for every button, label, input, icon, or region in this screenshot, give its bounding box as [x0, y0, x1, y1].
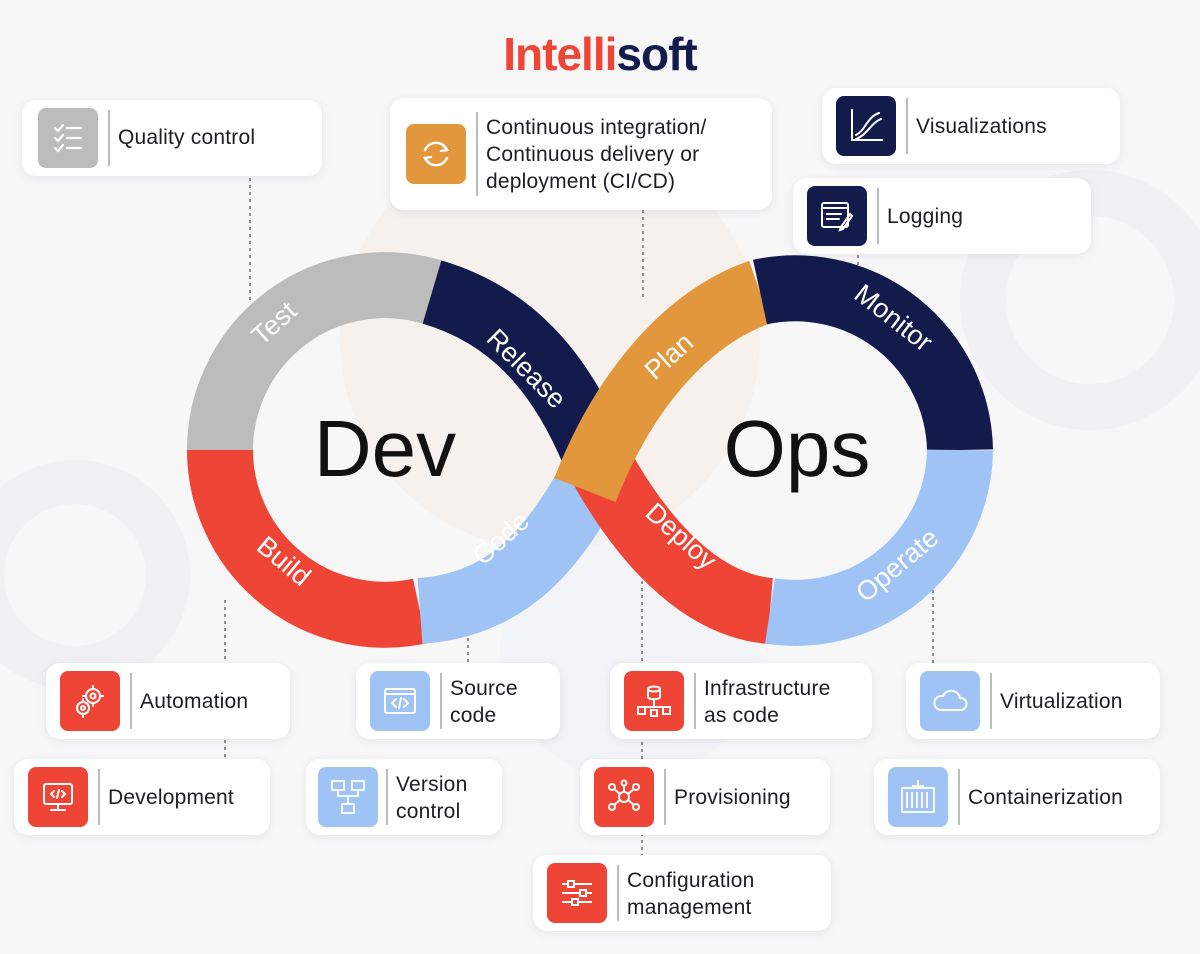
- card-label-virtualization: Virtualization: [1000, 690, 1123, 713]
- logo-text-part1: Intelli: [503, 28, 617, 80]
- separator: [130, 673, 132, 729]
- segment-plan-shape: [554, 260, 772, 503]
- card-label-configuration-management: Configuration management: [627, 869, 755, 919]
- separator: [440, 673, 442, 729]
- separator: [108, 110, 110, 166]
- ops-label: Ops: [724, 404, 871, 493]
- dev-label: Dev: [314, 404, 456, 493]
- separator: [386, 769, 388, 825]
- card-virtualization: Virtualization: [906, 663, 1160, 739]
- intellisoft-logo: Intellisoft: [0, 28, 1200, 80]
- line-graph-icon: [836, 96, 896, 156]
- card-source-code: Source code: [356, 663, 560, 739]
- card-label-logging: Logging: [887, 205, 964, 228]
- segment-build-shape: [187, 449, 427, 648]
- card-logging: Logging: [793, 178, 1091, 254]
- checklist-icon: [38, 108, 98, 168]
- network-hub-icon: [594, 767, 654, 827]
- card-label-development: Development: [108, 786, 234, 809]
- separator: [476, 112, 478, 196]
- card-label-cicd: Continuous integration/ Continuous deliv…: [486, 116, 707, 193]
- card-label-source-code: Source code: [450, 677, 518, 727]
- container-icon: [888, 767, 948, 827]
- database-network-icon: [624, 671, 684, 731]
- segment-test-shape: [187, 252, 442, 451]
- card-configuration-management: Configuration management: [533, 855, 831, 931]
- logo-text-part2: soft: [616, 28, 697, 80]
- card-provisioning: Provisioning: [580, 759, 830, 835]
- separator: [990, 673, 992, 729]
- card-visualizations: Visualizations: [822, 88, 1120, 164]
- version-tree-icon: [318, 767, 378, 827]
- card-label-version-control: Version control: [396, 773, 468, 823]
- card-label-infrastructure-as-code: Infrastructure as code: [704, 677, 831, 727]
- sliders-icon: [547, 863, 607, 923]
- card-label-quality-control: Quality control: [118, 126, 256, 149]
- cloud-icon: [920, 671, 980, 731]
- gears-icon: [60, 671, 120, 731]
- log-document-icon: [807, 186, 867, 246]
- card-cicd: Continuous integration/ Continuous deliv…: [390, 98, 772, 210]
- card-automation: Automation: [46, 663, 290, 739]
- card-quality-control: Quality control: [22, 100, 322, 176]
- separator: [98, 769, 100, 825]
- code-monitor-icon: [28, 767, 88, 827]
- refresh-cycle-icon: [406, 124, 466, 184]
- separator: [906, 98, 908, 154]
- card-label-visualizations: Visualizations: [916, 115, 1047, 138]
- segment-code-shape: [416, 473, 614, 644]
- separator: [617, 865, 619, 921]
- card-label-containerization: Containerization: [968, 786, 1123, 809]
- card-version-control: Version control: [306, 759, 502, 835]
- card-infrastructure-as-code: Infrastructure as code: [610, 663, 872, 739]
- card-containerization: Containerization: [874, 759, 1160, 835]
- card-label-provisioning: Provisioning: [674, 786, 791, 809]
- card-label-automation: Automation: [140, 690, 249, 713]
- separator: [664, 769, 666, 825]
- segment-operate-shape: [765, 448, 993, 646]
- code-window-icon: [370, 671, 430, 731]
- segment-monitor-shape: [753, 255, 993, 452]
- separator: [958, 769, 960, 825]
- separator: [694, 673, 696, 729]
- separator: [877, 188, 879, 244]
- card-development: Development: [14, 759, 270, 835]
